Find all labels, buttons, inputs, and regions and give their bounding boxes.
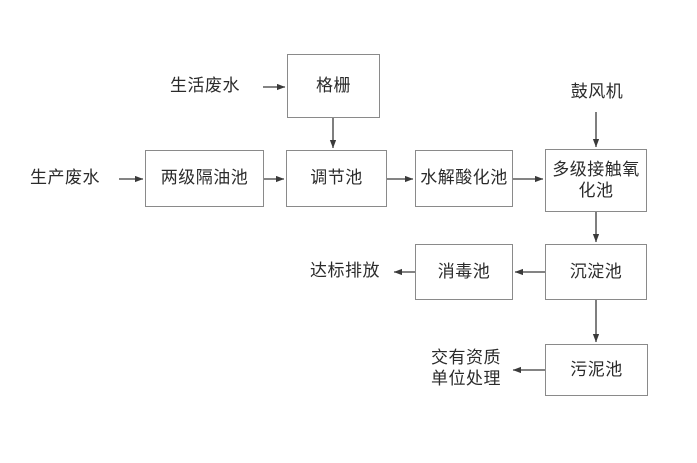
node-grating[interactable]: 格栅 (287, 54, 380, 118)
node-contact-oxidation[interactable]: 多级接触氧 化池 (545, 149, 647, 212)
label-qualified-unit-treatment: 交有资质 单位处理 (431, 347, 501, 389)
node-disinfection-tank[interactable]: 消毒池 (415, 244, 513, 300)
node-sedimentation-tank[interactable]: 沉淀池 (545, 244, 647, 300)
node-sludge-tank[interactable]: 污泥池 (545, 344, 648, 396)
label-domestic-wastewater: 生活废水 (170, 76, 240, 97)
label-blower: 鼓风机 (570, 82, 624, 103)
node-hydrolysis-acidification[interactable]: 水解酸化池 (415, 150, 513, 207)
node-equalization-tank[interactable]: 调节池 (286, 150, 387, 207)
label-production-wastewater: 生产废水 (30, 168, 100, 189)
label-compliant-discharge: 达标排放 (310, 261, 380, 282)
node-oil-separator[interactable]: 两级隔油池 (145, 150, 264, 207)
